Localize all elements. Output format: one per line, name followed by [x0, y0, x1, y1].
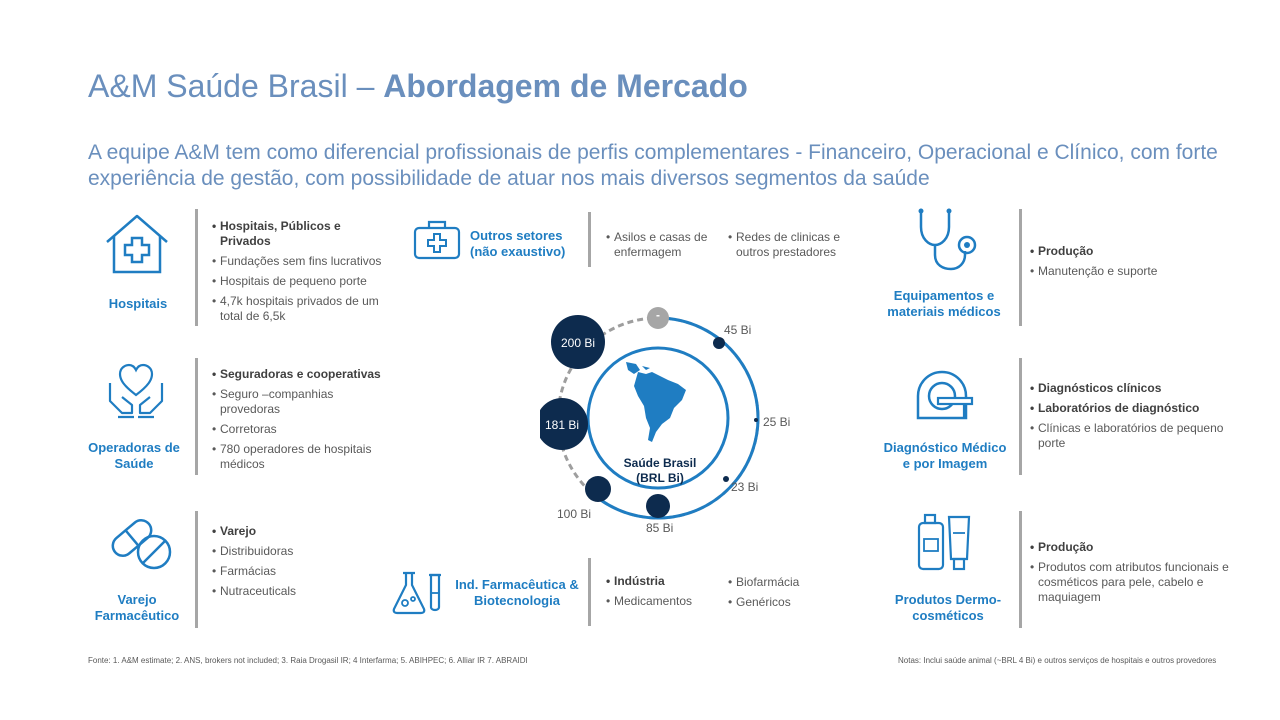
hospital-icon — [106, 214, 168, 274]
segment-label-equipamentos: Equipamentos e materiais médicos — [887, 288, 1001, 319]
bullet-list-hospitais: Hospitais, Públicos e Privados Fundações… — [212, 219, 392, 329]
first-aid-kit-icon — [413, 220, 461, 260]
segment-label-hospitais: Hospitais — [108, 296, 168, 311]
center-label: Saúde Brasil (BRL Bi) — [623, 456, 697, 485]
segment-label-outros: Outros setores (não exaustivo) — [470, 228, 566, 259]
bullet-list-varejo: Varejo Distribuidoras Farmácias Nutraceu… — [212, 524, 392, 604]
stethoscope-icon — [918, 208, 977, 271]
list-item: Laboratórios de diagnóstico — [1030, 401, 1230, 416]
segment-label-varejo: Varejo Farmacêutico — [94, 592, 180, 623]
footer-sources: Fonte: 1. A&M estimate; 2. ANS, brokers … — [88, 656, 528, 665]
list-item: Distribuidoras — [212, 544, 392, 559]
bullet-list-diagnostico: Diagnósticos clínicos Laboratórios de di… — [1030, 381, 1230, 456]
bullet-list-farma-a: Indústria Medicamentos — [606, 574, 716, 614]
bullet-list-operadoras: Seguradoras e cooperativas Seguro –compa… — [212, 367, 392, 477]
list-item: Manutenção e suporte — [1030, 264, 1230, 279]
list-item: 780 operadores de hospitais médicos — [212, 442, 392, 472]
cosmetic-bottles-icon — [917, 513, 971, 571]
divider — [195, 511, 198, 628]
list-item: Genéricos — [728, 595, 838, 610]
bullet-list-equipamentos: Produção Manutenção e suporte — [1030, 244, 1230, 284]
marker-23-label: 23 Bi — [731, 480, 759, 494]
bullet-list-outros-a: Asilos e casas de enfermagem — [606, 230, 716, 265]
pill-capsule-icon — [111, 519, 172, 570]
list-item: Redes de clinicas e outros prestadores — [728, 230, 848, 260]
list-item: Indústria — [606, 574, 716, 589]
segment-label-farma: Ind. Farmacêutica & Biotecnologia — [455, 577, 579, 608]
list-item: Produção — [1030, 540, 1230, 555]
mri-scanner-icon — [916, 370, 974, 420]
divider — [195, 209, 198, 326]
divider — [588, 212, 591, 267]
heart-hands-icon — [108, 363, 164, 419]
divider — [1019, 209, 1022, 326]
list-item: Clínicas e laboratórios de pequeno porte — [1030, 421, 1230, 451]
list-item: Nutraceuticals — [212, 584, 392, 599]
list-item: Seguro –companhias provedoras — [212, 387, 392, 417]
list-item: Seguradoras e cooperativas — [212, 367, 392, 382]
marker-top-label: - — [656, 308, 660, 322]
segment-label-dermo: Produtos Dermo-cosméticos — [894, 592, 1002, 623]
segment-label-operadoras: Operadoras de Saúde — [88, 440, 180, 471]
divider — [1019, 358, 1022, 475]
bullet-list-dermo: Produção Produtos com atributos funciona… — [1030, 540, 1230, 610]
list-item: Hospitais, Públicos e Privados — [212, 219, 392, 249]
list-item: Varejo — [212, 524, 392, 539]
list-item: Diagnósticos clínicos — [1030, 381, 1230, 396]
marker-181-label: 181 Bi — [544, 418, 580, 432]
list-item: Biofarmácia — [728, 575, 838, 590]
divider — [1019, 511, 1022, 628]
bullet-list-outros-b: Redes de clinicas e outros prestadores — [728, 230, 848, 265]
list-item: Corretoras — [212, 422, 392, 437]
list-item: Produção — [1030, 244, 1230, 259]
list-item: Medicamentos — [606, 594, 716, 609]
divider — [195, 358, 198, 475]
list-item: Produtos com atributos funcionais e cosm… — [1030, 560, 1230, 605]
list-item: Hospitais de pequeno porte — [212, 274, 392, 289]
page-title: A&M Saúde Brasil – Abordagem de Mercado — [88, 68, 748, 104]
segment-label-diagnostico: Diagnóstico Médico e por Imagem — [883, 440, 1007, 471]
marker-200-label: 200 Bi — [560, 336, 596, 350]
divider — [588, 558, 591, 626]
list-item: Fundações sem fins lucrativos — [212, 254, 392, 269]
list-item: Farmácias — [212, 564, 392, 579]
list-item: 4,7k hospitais privados de um total de 6… — [212, 294, 392, 324]
lab-flask-icon — [392, 571, 441, 615]
bullet-list-farma-b: Biofarmácia Genéricos — [728, 575, 838, 615]
list-item: Asilos e casas de enfermagem — [606, 230, 716, 260]
page-subtitle: A equipe A&M tem como diferencial profis… — [88, 141, 1218, 190]
marker-100-label: 100 Bi — [557, 507, 592, 521]
marker-45-label: 45 Bi — [724, 323, 752, 337]
marker-25-label: 25 Bi — [763, 415, 791, 429]
south-america-map-icon — [626, 362, 686, 442]
footer-notes: Notas: Inclui saúde animal (~BRL 4 Bi) e… — [898, 656, 1217, 665]
marker-85-label: 85 Bi — [646, 521, 674, 535]
